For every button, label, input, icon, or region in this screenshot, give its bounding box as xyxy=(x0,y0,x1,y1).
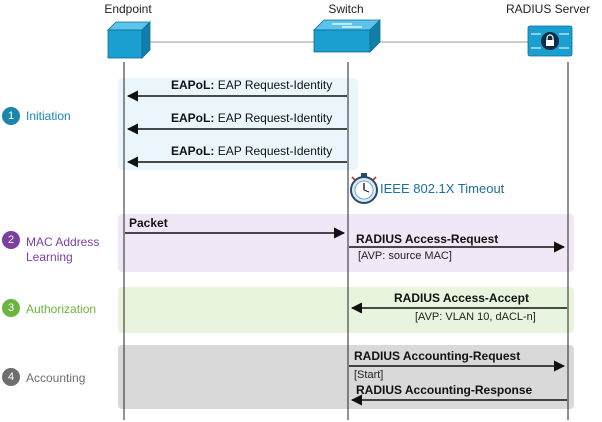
phase-3-number: 3 xyxy=(2,299,20,317)
mac-learning-band xyxy=(118,214,574,272)
access-accept-label: RADIUS Access-Accept xyxy=(394,291,529,305)
access-request-label: RADIUS Access-Request xyxy=(356,232,499,246)
phase-4-number: 4 xyxy=(2,368,20,386)
initiation-band xyxy=(118,78,358,170)
eapol-prefix: EAPoL: xyxy=(171,144,215,158)
eapol-text: EAP Request-Identity xyxy=(217,111,333,125)
eapol-message-2: EAPoL: EAP Request-Identity xyxy=(171,111,332,125)
acct-start-label: [Start] xyxy=(354,369,384,381)
phase-3-label: Authorization xyxy=(26,302,97,316)
eapol-message-3: EAPoL: EAP Request-Identity xyxy=(171,144,332,158)
eapol-text: EAP Request-Identity xyxy=(217,144,333,158)
phase-1-label: Initiation xyxy=(26,109,71,123)
acct-response-label: RADIUS Accounting-Response xyxy=(356,383,533,397)
radius-header: RADIUS Server xyxy=(505,2,591,16)
phase-2-label: MAC Address Learning xyxy=(26,235,100,264)
stopwatch-icon xyxy=(350,173,378,204)
phase-4-label: Accounting xyxy=(26,371,86,385)
eapol-message-1: EAPoL: EAP Request-Identity xyxy=(171,78,332,92)
switch-device-icon xyxy=(313,19,381,53)
authorization-band xyxy=(118,287,574,333)
endpoint-header: Endpoint xyxy=(104,2,152,16)
eapol-prefix: EAPoL: xyxy=(171,111,215,125)
eapol-text: EAP Request-Identity xyxy=(217,78,333,92)
access-accept-avp: [AVP: VLAN 10, dACL-n] xyxy=(415,311,536,323)
phase-2-number: 2 xyxy=(2,231,20,249)
endpoint-device-icon xyxy=(107,21,151,59)
acct-request-label: RADIUS Accounting-Request xyxy=(354,349,521,363)
packet-label: Packet xyxy=(129,216,168,230)
switch-header: Switch xyxy=(328,2,364,16)
radius-server-icon xyxy=(527,25,573,57)
access-request-avp: [AVP: source MAC] xyxy=(358,250,452,262)
phase-1-number: 1 xyxy=(2,107,20,125)
accounting-band xyxy=(118,345,574,409)
eapol-prefix: EAPoL: xyxy=(171,78,215,92)
timeout-label: IEEE 802.1X Timeout xyxy=(380,181,505,196)
